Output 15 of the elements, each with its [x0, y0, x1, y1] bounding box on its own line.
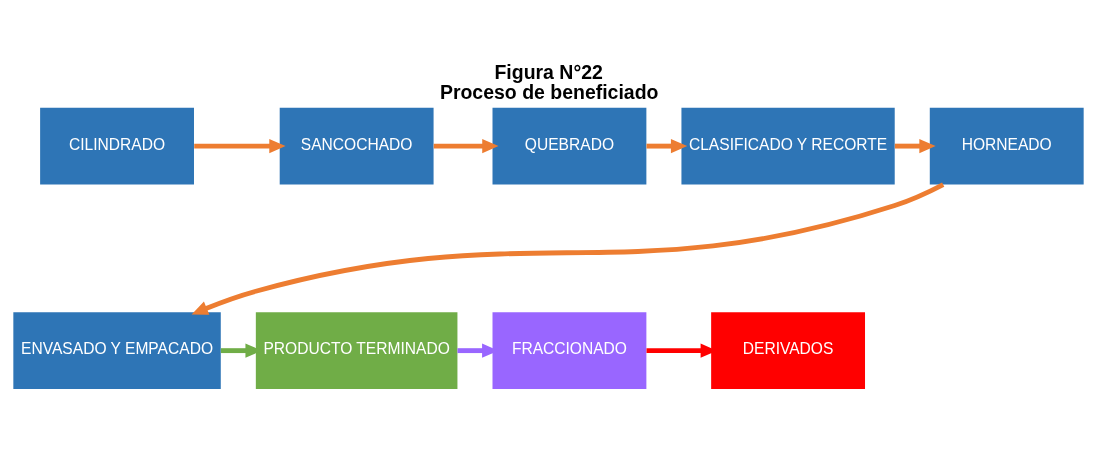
arrow: [191, 181, 945, 315]
arrow: [194, 138, 286, 153]
node-box: HORNEADO: [929, 107, 1084, 185]
arrow: [433, 138, 499, 153]
node-box: PRODUCTO TERMINADO: [255, 311, 458, 389]
node-box: QUEBRADO: [492, 107, 647, 185]
node-box: CLASIFICADO Y RECORTE: [681, 107, 895, 185]
diagram-title: Figura N°22: [494, 60, 603, 83]
node-box: ENVASADO Y EMPACADO: [13, 311, 221, 389]
node-box: FRACCIONADO: [492, 311, 647, 389]
node-box: DERIVADOS: [711, 311, 865, 389]
node-box: CILINDRADO: [40, 107, 194, 185]
arrow: [894, 138, 936, 153]
node-box: SANCOCHADO: [279, 107, 434, 185]
arrow: [646, 138, 688, 153]
